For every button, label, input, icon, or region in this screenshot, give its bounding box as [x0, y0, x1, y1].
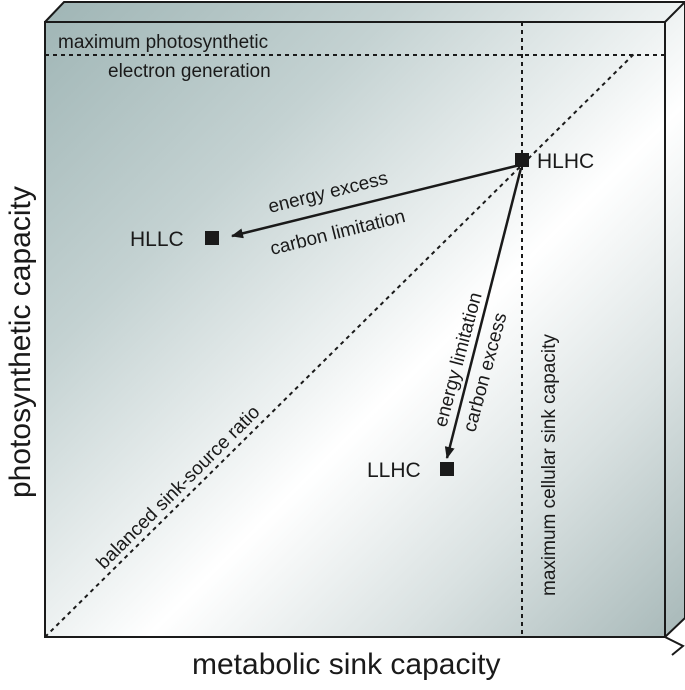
- y-axis-label: photosynthetic capacity: [4, 186, 37, 498]
- max-photosynthetic-label-line1: maximum photosynthetic: [58, 32, 268, 53]
- llhc-label: LLHC: [367, 459, 421, 482]
- hlhc-point-marker: [515, 153, 529, 167]
- max-sink-label: maximum cellular sink capacity: [539, 334, 560, 596]
- max-photosynthetic-label-line2: electron generation: [108, 61, 271, 82]
- llhc-point-marker: [440, 462, 454, 476]
- hllc-point-marker: [205, 231, 219, 245]
- hllc-label: HLLC: [130, 228, 184, 251]
- arrow-hlhc-to-hllc: [231, 163, 521, 239]
- box-top-edge: [44, 1, 685, 23]
- balanced-ratio-line: [44, 51, 637, 638]
- axis-corner-tick: [664, 636, 685, 656]
- arrow-hlhc-to-llhc: [444, 167, 523, 459]
- hlhc-label: HLHC: [537, 150, 594, 173]
- x-axis-label: metabolic sink capacity: [192, 648, 500, 681]
- box-right-edge: [664, 2, 685, 638]
